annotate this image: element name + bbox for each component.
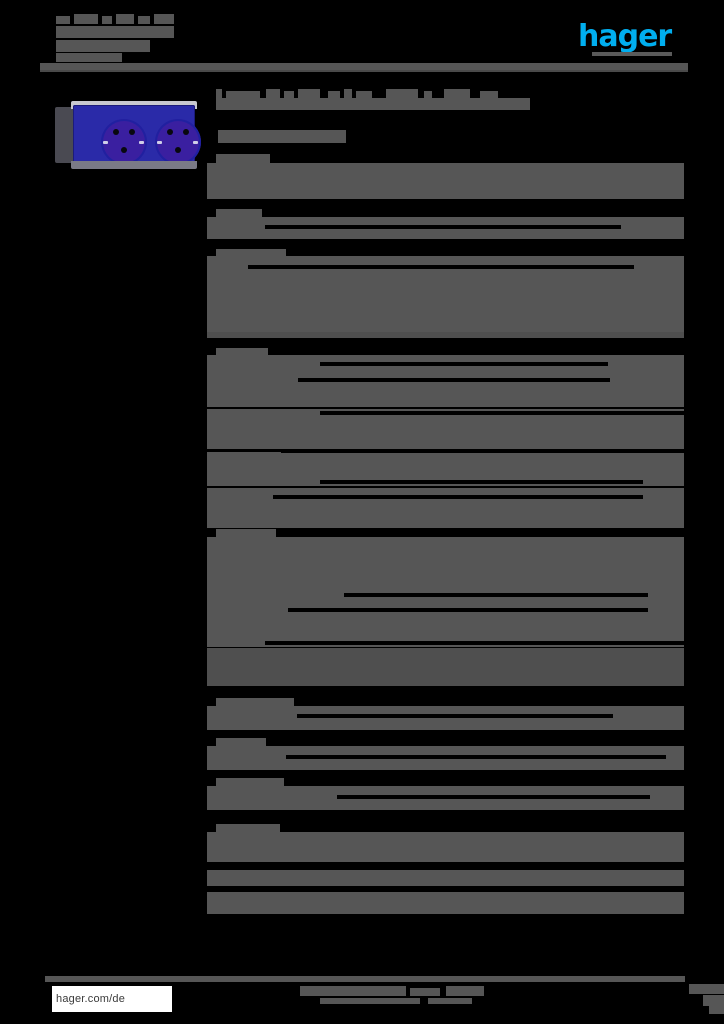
header-divider-shadow xyxy=(40,70,688,72)
title-word xyxy=(386,89,418,98)
header-doc-line-1f xyxy=(154,14,174,24)
spec-leader xyxy=(297,714,613,718)
spec-label xyxy=(216,249,286,259)
spec-leader xyxy=(281,449,684,453)
spec-label xyxy=(216,529,276,539)
spec-row xyxy=(207,488,684,528)
header-doc-line-3 xyxy=(56,40,150,52)
title-word xyxy=(356,91,372,98)
spec-leader xyxy=(337,795,650,799)
footer-center-line xyxy=(446,986,484,996)
socket-pin xyxy=(113,129,119,135)
footer-divider xyxy=(45,976,685,982)
title-word xyxy=(328,91,340,98)
hager-logo-text: hager xyxy=(578,19,672,54)
socket-outlet-right xyxy=(155,119,201,165)
spec-row xyxy=(207,409,684,449)
header-doc-line-4 xyxy=(56,53,122,62)
spec-row-sub xyxy=(207,648,684,686)
header-doc-line-1d xyxy=(116,14,134,24)
title-word xyxy=(298,89,320,98)
spec-label xyxy=(216,348,268,358)
spec-leader xyxy=(265,225,621,229)
hager-logo: hager xyxy=(578,19,690,56)
header-doc-line-1b xyxy=(74,14,98,24)
spec-leader xyxy=(298,378,610,382)
socket-bottom-edge xyxy=(71,161,197,169)
header-doc-line-1 xyxy=(56,16,70,24)
title-text-mass xyxy=(216,98,530,110)
spec-label xyxy=(216,824,280,835)
socket-pin xyxy=(175,147,181,153)
spec-row xyxy=(207,832,684,862)
page-footer: hager.com/de xyxy=(0,964,724,1024)
footer-center-line xyxy=(410,988,440,996)
spec-leader xyxy=(295,888,565,892)
socket-earth-contact xyxy=(193,141,198,144)
title-word xyxy=(444,89,470,98)
spec-leader xyxy=(288,608,648,612)
spec-leader xyxy=(273,495,643,499)
header-doc-line-2 xyxy=(56,26,174,38)
footer-center-line xyxy=(428,998,472,1004)
spec-label xyxy=(216,698,294,709)
spec-leader xyxy=(288,866,684,870)
spec-label xyxy=(216,209,262,219)
spec-leader xyxy=(286,755,666,759)
socket-earth-contact xyxy=(139,141,144,144)
title-word xyxy=(226,91,260,98)
socket-pin xyxy=(121,147,127,153)
spec-leader xyxy=(344,593,648,597)
spec-row xyxy=(207,537,684,647)
hager-logo-underbar xyxy=(592,52,672,56)
footer-page-line xyxy=(703,995,724,1006)
spec-leader xyxy=(320,362,608,366)
socket-outlet-left xyxy=(101,119,147,165)
spec-row xyxy=(207,892,684,914)
spec-row-sub xyxy=(207,332,684,338)
title-word xyxy=(344,89,352,98)
header-divider xyxy=(40,63,688,70)
product-image xyxy=(55,97,203,177)
title-word xyxy=(284,91,294,98)
spec-row xyxy=(207,870,684,886)
header-doc-line-1e xyxy=(138,16,150,24)
footer-page-line xyxy=(689,984,724,994)
footer-page-line xyxy=(709,1006,724,1014)
spec-label xyxy=(216,738,266,749)
footer-center-line xyxy=(300,986,406,996)
spec-label xyxy=(216,154,270,164)
socket-pin xyxy=(129,129,135,135)
spec-leader xyxy=(320,480,643,484)
title-word xyxy=(480,91,498,98)
socket-pin xyxy=(167,129,173,135)
footer-center-line xyxy=(320,998,420,1004)
title-word xyxy=(216,89,222,98)
title-word xyxy=(424,91,432,98)
socket-earth-contact xyxy=(103,141,108,144)
spec-row xyxy=(207,706,684,730)
header-doc-line-1c xyxy=(102,16,112,24)
page-header: hager xyxy=(0,0,724,72)
socket-pin xyxy=(183,129,189,135)
spec-row xyxy=(207,163,684,199)
socket-body xyxy=(73,105,201,165)
socket-earth-contact xyxy=(157,141,162,144)
spec-leader xyxy=(248,265,634,269)
product-subtitle xyxy=(218,130,346,143)
spec-leader xyxy=(265,641,684,645)
title-word xyxy=(266,89,280,98)
footer-website-link[interactable]: hager.com/de xyxy=(52,986,172,1012)
spec-label xyxy=(216,778,284,789)
spec-leader xyxy=(320,411,684,415)
